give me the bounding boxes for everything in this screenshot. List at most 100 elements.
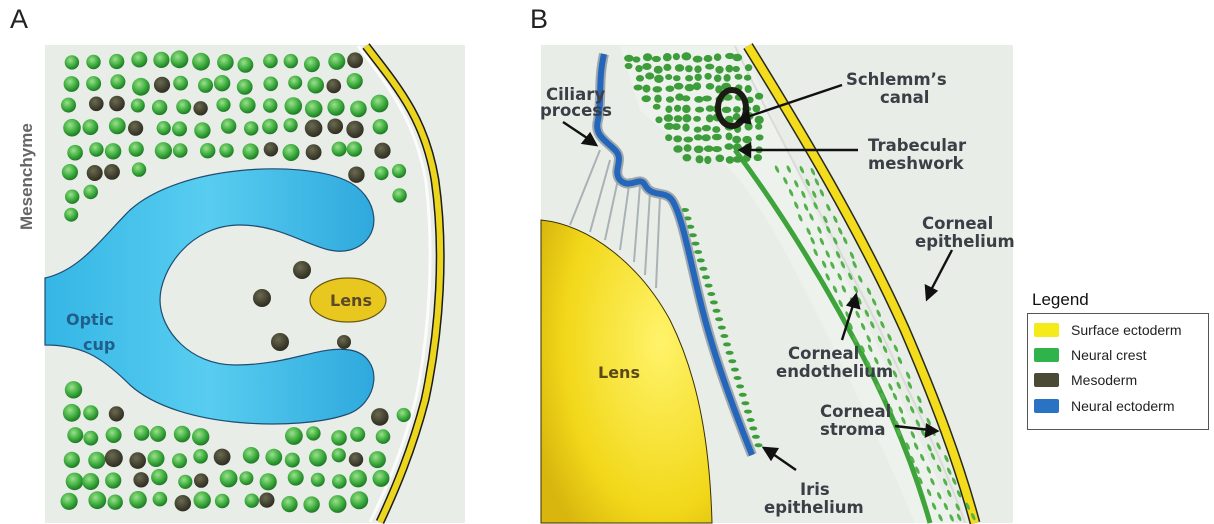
mesenchyme-cell <box>285 453 300 468</box>
mesenchyme-cell <box>392 188 406 202</box>
neural-crest-cell <box>624 55 634 62</box>
legend-box: Surface ectoderm Neural crest Mesoderm N… <box>1027 313 1209 430</box>
mesenchyme-cell <box>67 427 83 443</box>
neural-crest-cell <box>694 127 702 133</box>
mesenchyme-cell <box>215 494 230 509</box>
mesenchyme-cell <box>83 405 98 420</box>
mesenchyme-cell <box>392 164 406 178</box>
neural-crest-cell <box>701 134 710 141</box>
mesenchyme-cell <box>173 76 188 91</box>
mesenchyme-cell <box>104 164 120 180</box>
mesenchyme-cell <box>175 495 191 511</box>
neural-crest-cell <box>682 114 691 122</box>
neural-crest-cell <box>674 105 681 112</box>
corneal-endothelium-label-line2: endothelium <box>776 362 893 381</box>
mesenchyme-cell <box>332 474 347 489</box>
mesenchyme-cell <box>350 101 367 118</box>
neural-crest-cell <box>675 64 684 72</box>
corneal-stroma-label-line1: Corneal <box>820 402 891 421</box>
neural-crest-cell <box>643 53 652 61</box>
mesenchyme-cell <box>129 142 144 157</box>
neural-crest-cell <box>693 116 701 122</box>
neural-crest-cell <box>653 86 663 92</box>
iris-stroma-cell <box>726 351 734 355</box>
neural-crest-cell <box>725 143 734 150</box>
legend-item-neural-crest: Neural crest <box>1034 346 1146 364</box>
mesenchyme-cell <box>397 408 411 422</box>
neural-crest-cell <box>694 134 703 140</box>
neural-crest-cell <box>694 146 704 154</box>
neural-crest-cell <box>696 155 704 163</box>
mesenchyme-cell <box>219 143 233 157</box>
iris-stroma-cell <box>718 326 726 330</box>
mesenchyme-cell <box>332 448 346 462</box>
iris-stroma-cell <box>694 250 702 254</box>
optic-cup-label-line1: Optic <box>66 310 114 329</box>
mesenchyme-cell <box>148 450 165 467</box>
neural-crest-cell <box>755 116 764 124</box>
mesenchyme-cell <box>176 99 191 114</box>
neural-crest-cell <box>682 124 689 132</box>
neural-crest-cell <box>663 64 671 71</box>
iris-stroma-cell <box>699 267 707 271</box>
mesenchyme-cell <box>371 95 389 113</box>
neural-crest-cell <box>705 64 714 70</box>
mesenchyme-cell <box>329 495 347 513</box>
mesenchyme-cell <box>285 97 303 115</box>
corneal-epithelium-label-line1: Corneal <box>922 214 993 233</box>
neural-crest-cell <box>685 75 693 81</box>
neural-crest-cell <box>753 105 761 113</box>
corneal-stroma-label-line2: stroma <box>820 420 886 439</box>
mesenchyme-cell <box>217 54 234 71</box>
neural-crest-cell <box>755 123 762 129</box>
neural-crest-cell <box>674 83 684 90</box>
mesenchyme-cell <box>105 143 121 159</box>
iris-stroma-cell <box>731 368 739 372</box>
mesenchyme-cell <box>346 121 363 138</box>
legend-label: Neural ectoderm <box>1071 398 1175 414</box>
neural-crest-cell <box>706 105 714 112</box>
legend-swatch <box>1034 348 1059 362</box>
mesenchyme-cell <box>172 121 187 136</box>
mesenchyme-cell <box>132 78 150 96</box>
legend-title: Legend <box>1032 290 1089 310</box>
legend-item-surface-ectoderm: Surface ectoderm <box>1034 321 1182 339</box>
mesenchyme-cell <box>128 121 143 136</box>
mesenchyme-cell <box>243 447 260 464</box>
mesenchyme-cell <box>239 97 255 113</box>
neural-crest-cell <box>665 134 672 141</box>
neural-crest-cell <box>685 65 693 72</box>
mesenchyme-cell <box>263 54 278 69</box>
mesenchyme-cell <box>171 50 189 68</box>
mesenchyme-cell <box>61 98 76 113</box>
neural-crest-cell <box>633 56 641 62</box>
mesenchyme-cell <box>108 495 123 510</box>
iris-stroma-cell <box>755 443 763 447</box>
neural-crest-cell <box>702 125 711 131</box>
mesenchyme-cell <box>64 452 80 468</box>
neural-crest-cell <box>754 154 762 161</box>
mesenchyme-cell <box>64 76 80 92</box>
mesenchyme-cell <box>376 429 391 444</box>
mesenchyme-cell <box>89 142 103 156</box>
neural-crest-cell <box>704 145 714 152</box>
schlemm-label-line2: canal <box>880 88 929 107</box>
mesenchyme-cell <box>172 453 187 468</box>
neural-crest-cell <box>745 85 752 93</box>
neural-crest-cell <box>663 53 672 61</box>
mesenchyme-cell <box>350 491 368 509</box>
neural-crest-cell <box>733 106 741 113</box>
neural-crest-cell <box>643 85 651 93</box>
mesenchyme-cell <box>65 55 79 69</box>
mesenchyme-cell <box>281 496 297 512</box>
mesenchyme-cell <box>305 100 323 118</box>
mesenchyme-cell <box>214 75 230 91</box>
mesenchyme-cell <box>263 98 277 112</box>
mesenchyme-cell <box>305 120 323 138</box>
mesenchyme-cell <box>220 470 238 488</box>
mesenchyme-cell <box>153 492 168 507</box>
neural-crest-cell <box>714 75 722 83</box>
neural-crest-cell <box>694 96 703 103</box>
neural-crest-cell <box>693 82 701 90</box>
